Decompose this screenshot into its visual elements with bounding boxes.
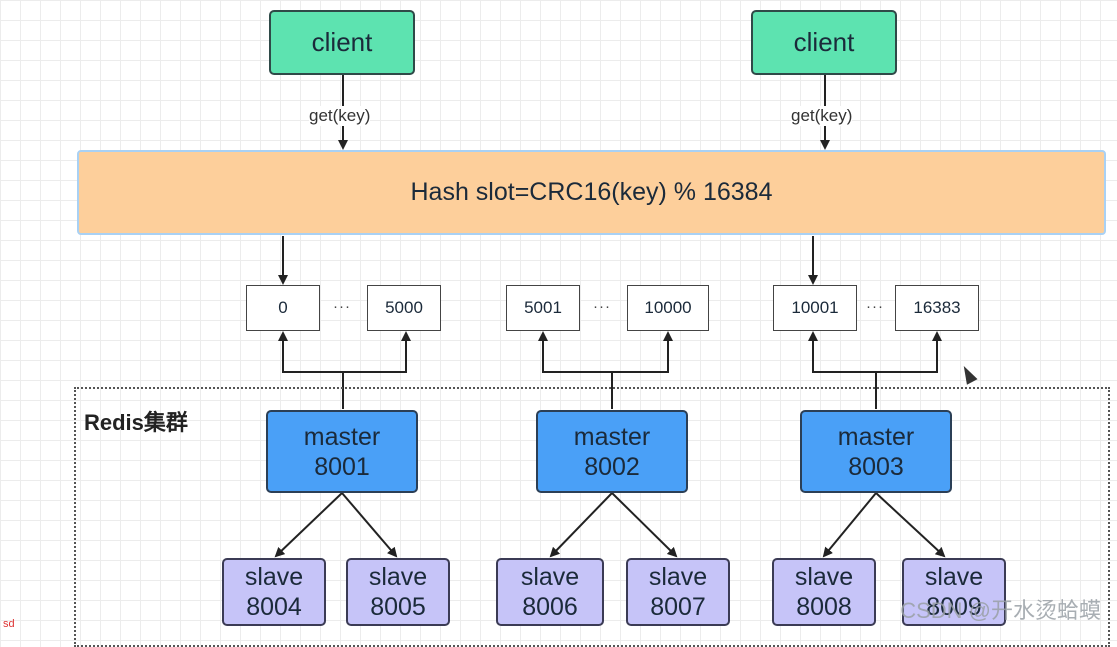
hash-slot-bar: Hash slot=CRC16(key) % 16384 xyxy=(77,150,1106,235)
request-label-1: get(key) xyxy=(309,106,371,126)
node-role: slave xyxy=(368,563,428,591)
mouse-cursor-icon xyxy=(958,363,978,385)
request-label-2: get(key) xyxy=(791,106,853,126)
slot-box: 5000 xyxy=(367,285,441,331)
node-role: slave xyxy=(244,563,304,591)
node-role: master xyxy=(573,422,651,451)
cluster-title: Redis集群 xyxy=(84,410,188,435)
node-role: slave xyxy=(520,563,580,591)
client-label: client xyxy=(311,27,373,57)
slave-node-8005: slave 8005 xyxy=(346,558,450,626)
slot-ellipsis: ··· xyxy=(866,298,884,315)
slave-node-8006: slave 8006 xyxy=(496,558,604,626)
node-port: 8006 xyxy=(522,593,578,621)
master-node-8001: master 8001 xyxy=(266,410,418,493)
slot-value: 5001 xyxy=(524,298,562,317)
node-port: 8001 xyxy=(314,452,370,481)
corner-mark: sd xyxy=(3,618,15,630)
node-port: 8008 xyxy=(796,593,852,621)
master-node-8003: master 8003 xyxy=(800,410,952,493)
node-port: 8002 xyxy=(584,452,640,481)
node-role: master xyxy=(837,422,915,451)
node-role: slave xyxy=(794,563,854,591)
slot-box: 10000 xyxy=(627,285,709,331)
node-role: slave xyxy=(648,563,708,591)
node-role: master xyxy=(303,422,381,451)
client-box-1: client xyxy=(269,10,415,75)
slot-ellipsis: ··· xyxy=(593,298,611,315)
slot-box: 10001 xyxy=(773,285,857,331)
slot-value: 10001 xyxy=(791,298,839,317)
node-port: 8009 xyxy=(926,593,982,621)
node-port: 8007 xyxy=(650,593,706,621)
watermark: CSDN @开水烫蛤蟆 xyxy=(900,598,1101,623)
slot-value: 10000 xyxy=(644,298,692,317)
slot-value: 16383 xyxy=(913,298,961,317)
node-port: 8004 xyxy=(246,593,302,621)
hash-formula: Hash slot=CRC16(key) % 16384 xyxy=(410,178,773,206)
slot-box: 16383 xyxy=(895,285,979,331)
slave-node-8007: slave 8007 xyxy=(626,558,730,626)
slave-node-8004: slave 8004 xyxy=(222,558,326,626)
slave-node-8009: slave 8009 xyxy=(902,558,1006,626)
slot-box: 5001 xyxy=(506,285,580,331)
node-port: 8003 xyxy=(848,452,904,481)
slot-value: 0 xyxy=(278,298,288,317)
slot-ellipsis: ··· xyxy=(333,298,351,315)
slot-value: 5000 xyxy=(385,298,423,317)
client-box-2: client xyxy=(751,10,897,75)
node-port: 8005 xyxy=(370,593,426,621)
node-role: slave xyxy=(924,563,984,591)
slot-box: 0 xyxy=(246,285,320,331)
client-label: client xyxy=(793,27,855,57)
master-node-8002: master 8002 xyxy=(536,410,688,493)
slave-node-8008: slave 8008 xyxy=(772,558,876,626)
